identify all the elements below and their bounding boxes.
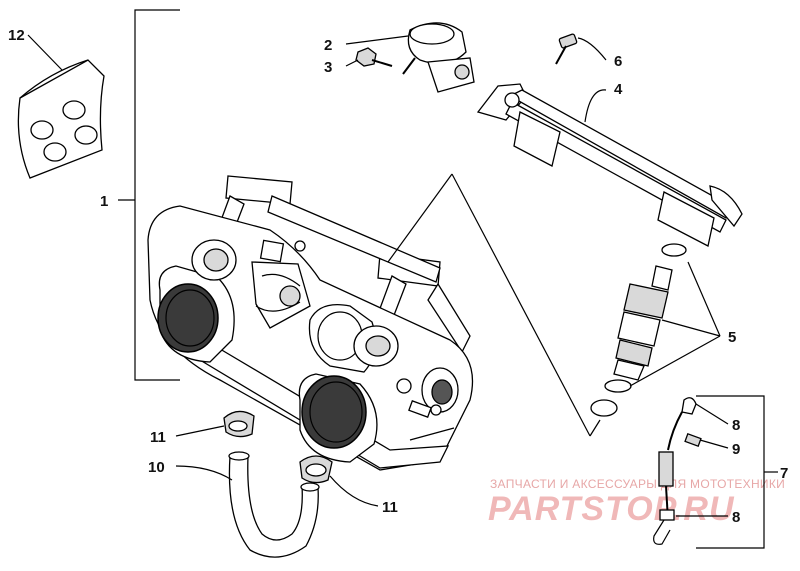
- callout-11-lower: 11: [382, 499, 398, 516]
- leader-11b: [329, 475, 379, 507]
- leader-6: [577, 37, 607, 61]
- callout-1: 1: [100, 193, 108, 210]
- callout-2: 2: [324, 37, 332, 54]
- assembly-lines: [387, 173, 601, 437]
- callout-6: 6: [614, 53, 622, 70]
- leader-11a: [175, 425, 225, 437]
- callout-8-lower: 8: [732, 509, 740, 526]
- callout-5: 5: [728, 329, 736, 346]
- callout-8-upper: 8: [732, 417, 740, 434]
- leader-3: [345, 59, 359, 67]
- leader-9: [699, 439, 729, 449]
- injector-assembly: [590, 243, 687, 417]
- leader-8a: [695, 403, 729, 425]
- regulator-bolt: [355, 47, 393, 67]
- callout-10: 10: [148, 459, 165, 476]
- callout-4: 4: [614, 81, 623, 98]
- callout-3: 3: [324, 59, 332, 76]
- watermark-brand: PARTSTOP.RU: [488, 490, 735, 528]
- hose-clamp-upper: [223, 410, 255, 438]
- callouts: 1 2 3 4 5 6 7 8 8 9 10 11 11 12: [8, 27, 788, 526]
- pressure-regulator: [402, 22, 475, 93]
- hose-clamp-lower: [299, 455, 333, 484]
- watermark: ЗАПЧАСТИ И АКСЕССУАРЫ ДЛЯ МОТОТЕХНИКИ PA…: [488, 477, 785, 528]
- callout-11-upper: 11: [150, 429, 166, 446]
- wire-harness: [653, 397, 702, 545]
- callout-9: 9: [732, 441, 740, 458]
- rail-screw: [555, 33, 578, 65]
- callout-12: 12: [8, 27, 25, 44]
- hose: [228, 451, 320, 558]
- leader-10: [175, 465, 233, 481]
- bracket-wire-harness: [696, 395, 778, 549]
- leader-4: [584, 89, 607, 123]
- callout-7: 7: [780, 465, 788, 482]
- bracket-throttle-body-assembly: [118, 9, 180, 381]
- watermark-tagline: ЗАПЧАСТИ И АКСЕССУАРЫ ДЛЯ МОТОТЕХНИКИ: [490, 477, 785, 491]
- fuel-rail: [476, 83, 743, 247]
- gasket-kit: [17, 34, 105, 179]
- leader-5: [629, 261, 721, 387]
- leader-2: [345, 35, 409, 45]
- throttle-body: [147, 175, 474, 471]
